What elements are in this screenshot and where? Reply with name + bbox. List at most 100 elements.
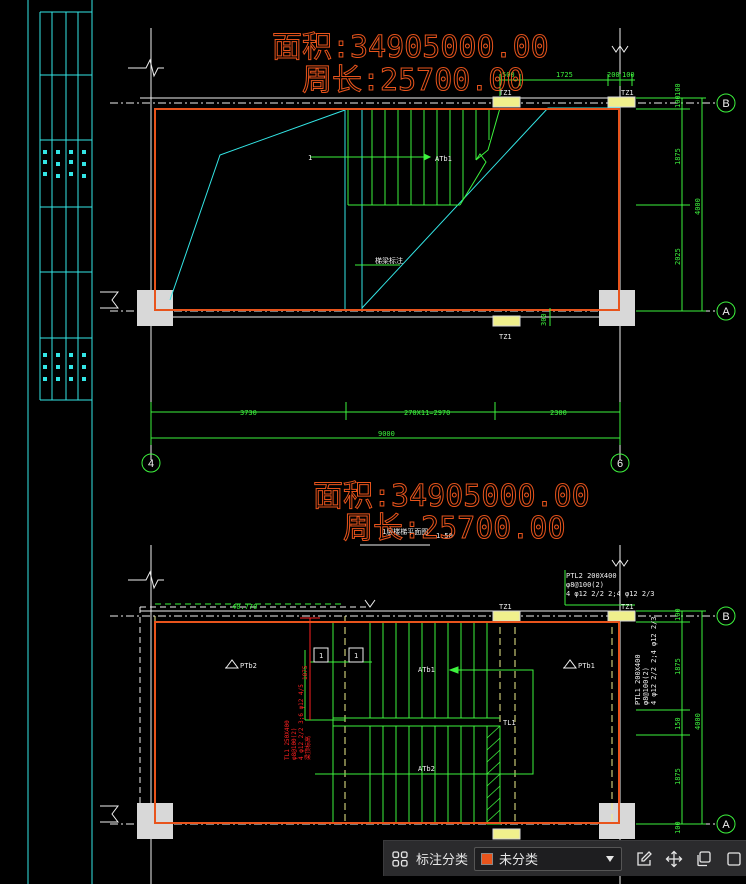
- plan2-stair-top: ATb1: [418, 666, 435, 674]
- plan1-selection-rect: [154, 108, 620, 311]
- plan2-stair: [304, 621, 534, 824]
- plan1-cyan-lines: [169, 107, 620, 310]
- overlay-bottom-area: 面积:34905000.00: [313, 479, 590, 514]
- plan2-dim-right-4: 100: [674, 821, 682, 834]
- plan2-grid-labels: B A: [722, 611, 730, 831]
- plan1-tz1-bottom: TZ1: [499, 333, 512, 341]
- plan1-dim-text: 500 1725 200 100 100 1875 2025 100 4000 …: [240, 71, 702, 438]
- plan2-title: 1层楼梯平面图: [382, 527, 428, 536]
- plan2-tz1: [492, 610, 636, 840]
- plan2-walls-solid: [140, 599, 635, 612]
- plan2-tz1-left: TZ1: [499, 603, 512, 611]
- move-icon[interactable]: [662, 847, 686, 871]
- more-icon[interactable]: [722, 847, 746, 871]
- plan1-dim-right-1: 1875: [674, 148, 682, 165]
- plan2-red-callout-lines: [300, 617, 320, 720]
- plan1-dim-right-2: 2025: [674, 248, 682, 265]
- plan1-dim-top-1: 1725: [556, 71, 573, 79]
- plan2-red-callout-0: TL1 250X400: [284, 720, 291, 760]
- plan2-grid-axis-b: B: [722, 611, 729, 623]
- plan2-dim-text: 100 1875 150 1875 100 4000 40.770: [232, 603, 702, 834]
- plan1-dim-total-right: 4000: [694, 198, 702, 215]
- plan1-dim-top-2: 200: [607, 71, 620, 79]
- plan2-red-callout-3: 梁顶标高: [304, 736, 312, 760]
- plan2-top-left-elev: 40.770: [232, 603, 257, 611]
- grid-axis-a: A: [722, 306, 730, 318]
- plan1-dim-right-0: 100: [674, 95, 682, 108]
- plan1-dim-bottom-0: 3730: [240, 409, 257, 417]
- plan2-callout-top-0: PTL2 200X400: [566, 572, 617, 580]
- plan1-dim-top-3: 100: [622, 71, 635, 79]
- plan1-stair-label: ATb1: [435, 155, 452, 163]
- plan1-grid-labels: B A 4 6: [148, 98, 730, 470]
- plan2-dim-right-2: 150: [674, 717, 682, 730]
- plan2-dim-right-1: 1875: [674, 658, 682, 675]
- plan1-tz1-top-left: TZ1: [499, 89, 512, 97]
- overlay-top-perimeter: 周长:25700.00: [302, 63, 525, 98]
- grid-icon[interactable]: [388, 847, 412, 871]
- annotation-category-value: 未分类: [499, 852, 539, 867]
- plan1-note: 梯梁标注: [375, 256, 403, 265]
- plan2-red-dim-1875: 1875: [302, 665, 309, 680]
- plan2-tz1-right: TZ1: [621, 603, 634, 611]
- plan2-red-callout-2: 4 φ12 2/2 3;6 φ12 4/5: [298, 684, 305, 760]
- chevron-down-icon: [605, 851, 615, 866]
- annotation-category-label: 标注分类: [416, 852, 469, 867]
- plan2-dimensions: [155, 570, 706, 825]
- plan1-dim-total-bottom: 9000: [378, 430, 395, 438]
- annotation-toolbar: 标注分类 未分类: [383, 840, 746, 876]
- plan1-stair: [310, 107, 501, 266]
- plan2-pt-markers: [225, 647, 577, 669]
- plan2-grid-bubbles: [716, 606, 736, 834]
- plan2-walls: [139, 606, 370, 830]
- annotation-category-select[interactable]: 未分类: [474, 846, 623, 871]
- plan1: 500 1725 200 100 100 1875 2025 100 4000 …: [100, 28, 736, 473]
- plan1-mark-1: 1: [308, 154, 312, 162]
- plan2: 100 1875 150 1875 100 4000 40.770 1层楼梯平面…: [100, 527, 736, 884]
- plan2-scale: 1:50: [436, 532, 453, 540]
- plan1-dim-300: 300: [540, 313, 548, 326]
- title-block: [27, 0, 93, 884]
- plan2-callout-right-2: 4 φ12 2/2 2;4 φ12 2/3: [650, 616, 658, 705]
- plan2-pt-right: PTb1: [578, 662, 595, 670]
- plan2-mark-1a: 1: [319, 652, 323, 660]
- category-color-swatch: [481, 852, 494, 865]
- plan2-grid-axis-a: A: [722, 819, 730, 831]
- grid-axis-6: 6: [617, 458, 623, 470]
- plan2-columns: [137, 803, 635, 839]
- plan1-tz1-top-right: TZ1: [621, 89, 634, 97]
- plan1-dimensions: [150, 74, 706, 445]
- overlay-bottom-perimeter: 周长:25700.00: [343, 511, 566, 546]
- plan2-dim-right-0: 100: [674, 608, 682, 621]
- plan2-stair-bottom: ATb2: [418, 765, 435, 773]
- plan1-walls: [140, 97, 635, 318]
- overlay-top-area: 面积:34905000.00: [272, 30, 549, 65]
- title-block-glyphs: [43, 150, 86, 381]
- plan2-red-callout: 1875 TL1 250X400 φ8@100(2) 4 φ12 2/2 3;6…: [284, 665, 312, 760]
- plan2-dim-right-3: 1875: [674, 768, 682, 785]
- plan2-callout-right-1: φ8@100(2): [642, 667, 650, 705]
- measure-overlay: 面积:34905000.00 周长:25700.00 面积:34905000.0…: [272, 30, 591, 547]
- plan2-labels: 1层楼梯平面图 1:50 TZ1 TZ1 PTb2 PTb1 ATb1 ATb2…: [240, 527, 658, 773]
- plan2-callout-top-1: φ8@100(2): [566, 581, 604, 589]
- plan1-dim-bottom-1: 270X11=2970: [404, 409, 450, 417]
- edit-icon[interactable]: [632, 847, 656, 871]
- plan2-dim-total-right: 4000: [694, 713, 702, 730]
- plan1-grid-bubbles: [141, 93, 736, 473]
- plan2-callout-top-2: 4 φ12 2/2 2;4 φ12 2/3: [566, 590, 655, 598]
- plan2-selection-rect: [154, 621, 620, 824]
- grid-axis-4: 4: [148, 458, 154, 470]
- plan1-dim-bottom-2: 2300: [550, 409, 567, 417]
- plan2-pt-left: PTb2: [240, 662, 257, 670]
- plan1-labels: TZ1 TZ1 TZ1 ATb1 1 梯梁标注: [308, 89, 634, 341]
- copy-icon[interactable]: [692, 847, 716, 871]
- plan1-dim-top-0: 500: [502, 71, 515, 79]
- plan1-columns: [137, 290, 635, 326]
- grid-axis-b: B: [722, 98, 729, 110]
- plan2-tl1: TL1: [503, 719, 516, 727]
- plan2-callout-right-0: PTL1 200X400: [634, 654, 642, 705]
- plan2-red-callout-1: φ8@100(2): [291, 727, 298, 760]
- plan2-tl1-hatch: [486, 725, 501, 825]
- plan2-mark-1b: 1: [354, 652, 358, 660]
